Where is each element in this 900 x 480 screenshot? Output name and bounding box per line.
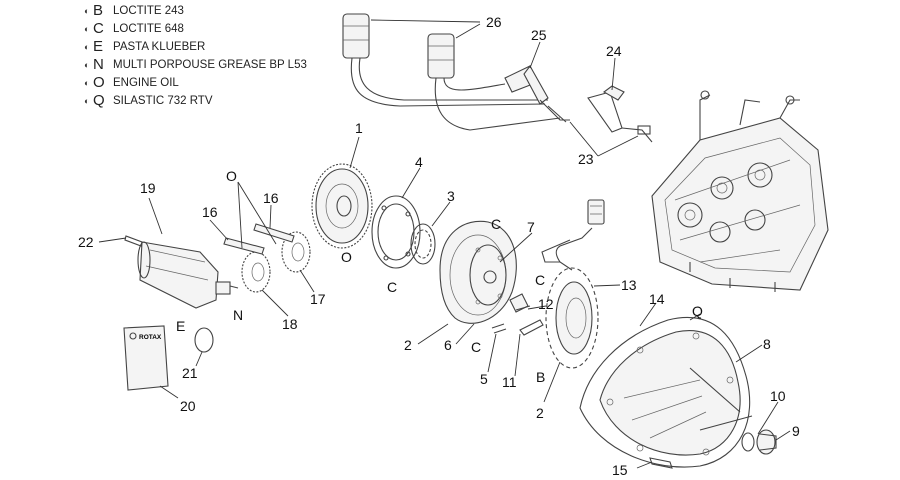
callout-8: 8	[763, 336, 771, 352]
callout-16a: 16	[202, 204, 218, 220]
marker-c-hub: C	[535, 272, 545, 288]
marker-e-starter: E	[176, 318, 185, 334]
marker-c-flywheel: C	[491, 216, 501, 232]
leader-lines	[98, 19, 791, 469]
callout-16b: 16	[263, 190, 279, 206]
starter-gear-1	[311, 163, 373, 249]
callout-15: 15	[612, 462, 628, 478]
callout-22: 22	[78, 234, 94, 250]
legend-item-o: ◐O ENGINE OIL	[84, 74, 307, 92]
marker-c-ring: C	[387, 279, 397, 295]
callout-6: 6	[444, 337, 452, 353]
callout-5: 5	[480, 371, 488, 387]
callout-24: 24	[606, 43, 622, 59]
engine-cover-8	[579, 316, 753, 468]
callout-3: 3	[447, 188, 455, 204]
callout-14: 14	[649, 291, 665, 307]
legend-item-c: ◐C LOCTITE 648	[84, 20, 307, 38]
legend-text: LOCTITE 648	[113, 23, 184, 35]
marker-o-top: O	[226, 168, 237, 184]
cap-oring	[741, 429, 777, 455]
callout-25: 25	[531, 27, 547, 43]
marker-b-bolt: B	[536, 369, 545, 385]
callout-11: 11	[502, 374, 517, 390]
callout-17: 17	[310, 291, 326, 307]
legend-text: PASTA KLUEBER	[113, 41, 206, 53]
starter-motor-19	[137, 241, 239, 309]
droplet-icon: ◐	[84, 96, 90, 106]
hub-bolts	[491, 293, 544, 336]
ignition-coils	[342, 13, 561, 131]
callout-23: 23	[578, 151, 594, 167]
freewheel-ring-4	[371, 195, 421, 269]
callout-numbers: 26 25 24 23 1 4 3 7 13 14 8 10 9 15 19 2…	[78, 14, 800, 478]
callout-18: 18	[282, 316, 298, 332]
gear-train	[223, 223, 311, 293]
legend-text: ENGINE OIL	[113, 77, 179, 89]
legend-code: C	[93, 20, 104, 37]
marker-o-gear: O	[341, 249, 352, 265]
legend-text: SILASTIC 732 RTV	[113, 95, 213, 107]
callout-10: 10	[770, 388, 786, 404]
callout-19: 19	[140, 180, 156, 196]
droplet-icon: ◐	[84, 42, 90, 52]
legend-code: O	[93, 74, 105, 91]
legend-text: MULTI PORPOUSE GREASE BP L53	[113, 59, 307, 71]
callout-2a: 2	[404, 337, 412, 353]
bolt-22	[124, 235, 143, 247]
legend-item-n: ◐N MULTI PORPOUSE GREASE BP L53	[84, 56, 307, 74]
legend-item-b: ◐B LOCTITE 243	[84, 2, 307, 20]
stator-13	[541, 199, 605, 369]
callout-1: 1	[355, 120, 363, 136]
marker-q-cover: Q	[692, 303, 703, 319]
callout-4: 4	[415, 154, 423, 170]
rotax-logo: ROTAX	[139, 334, 162, 341]
callout-12: 12	[538, 296, 554, 312]
callout-2b: 2	[536, 405, 544, 421]
engine-head	[651, 90, 829, 292]
legend-text: LOCTITE 243	[113, 5, 184, 17]
droplet-icon: ◐	[84, 24, 90, 34]
legend-code: B	[93, 2, 104, 19]
legend-item-q: ◐Q SILASTIC 732 RTV	[84, 92, 307, 110]
droplet-icon: ◐	[84, 78, 90, 88]
droplet-icon: ◐	[84, 6, 90, 16]
callout-9: 9	[792, 423, 800, 439]
oring-21	[194, 327, 214, 353]
marker-n-starter: N	[233, 307, 243, 323]
droplet-icon: ◐	[84, 60, 90, 70]
marker-c-bolt: C	[471, 339, 481, 355]
legend-code: Q	[93, 92, 105, 109]
callout-26: 26	[486, 14, 502, 30]
callout-7: 7	[527, 219, 535, 235]
callout-21: 21	[182, 365, 198, 381]
legend-item-e: ◐E PASTA KLUEBER	[84, 38, 307, 56]
flywheel-6	[439, 220, 517, 324]
owner-manual-20: ROTAX	[123, 325, 169, 391]
legend-code: N	[93, 56, 104, 73]
lubricant-markers: O O C C C C E N B Q	[176, 168, 703, 385]
legend-code: E	[93, 38, 104, 55]
bearing-3	[410, 223, 436, 265]
spark-plug-caps	[504, 64, 653, 143]
callout-13: 13	[621, 277, 637, 293]
callout-20: 20	[180, 398, 196, 414]
